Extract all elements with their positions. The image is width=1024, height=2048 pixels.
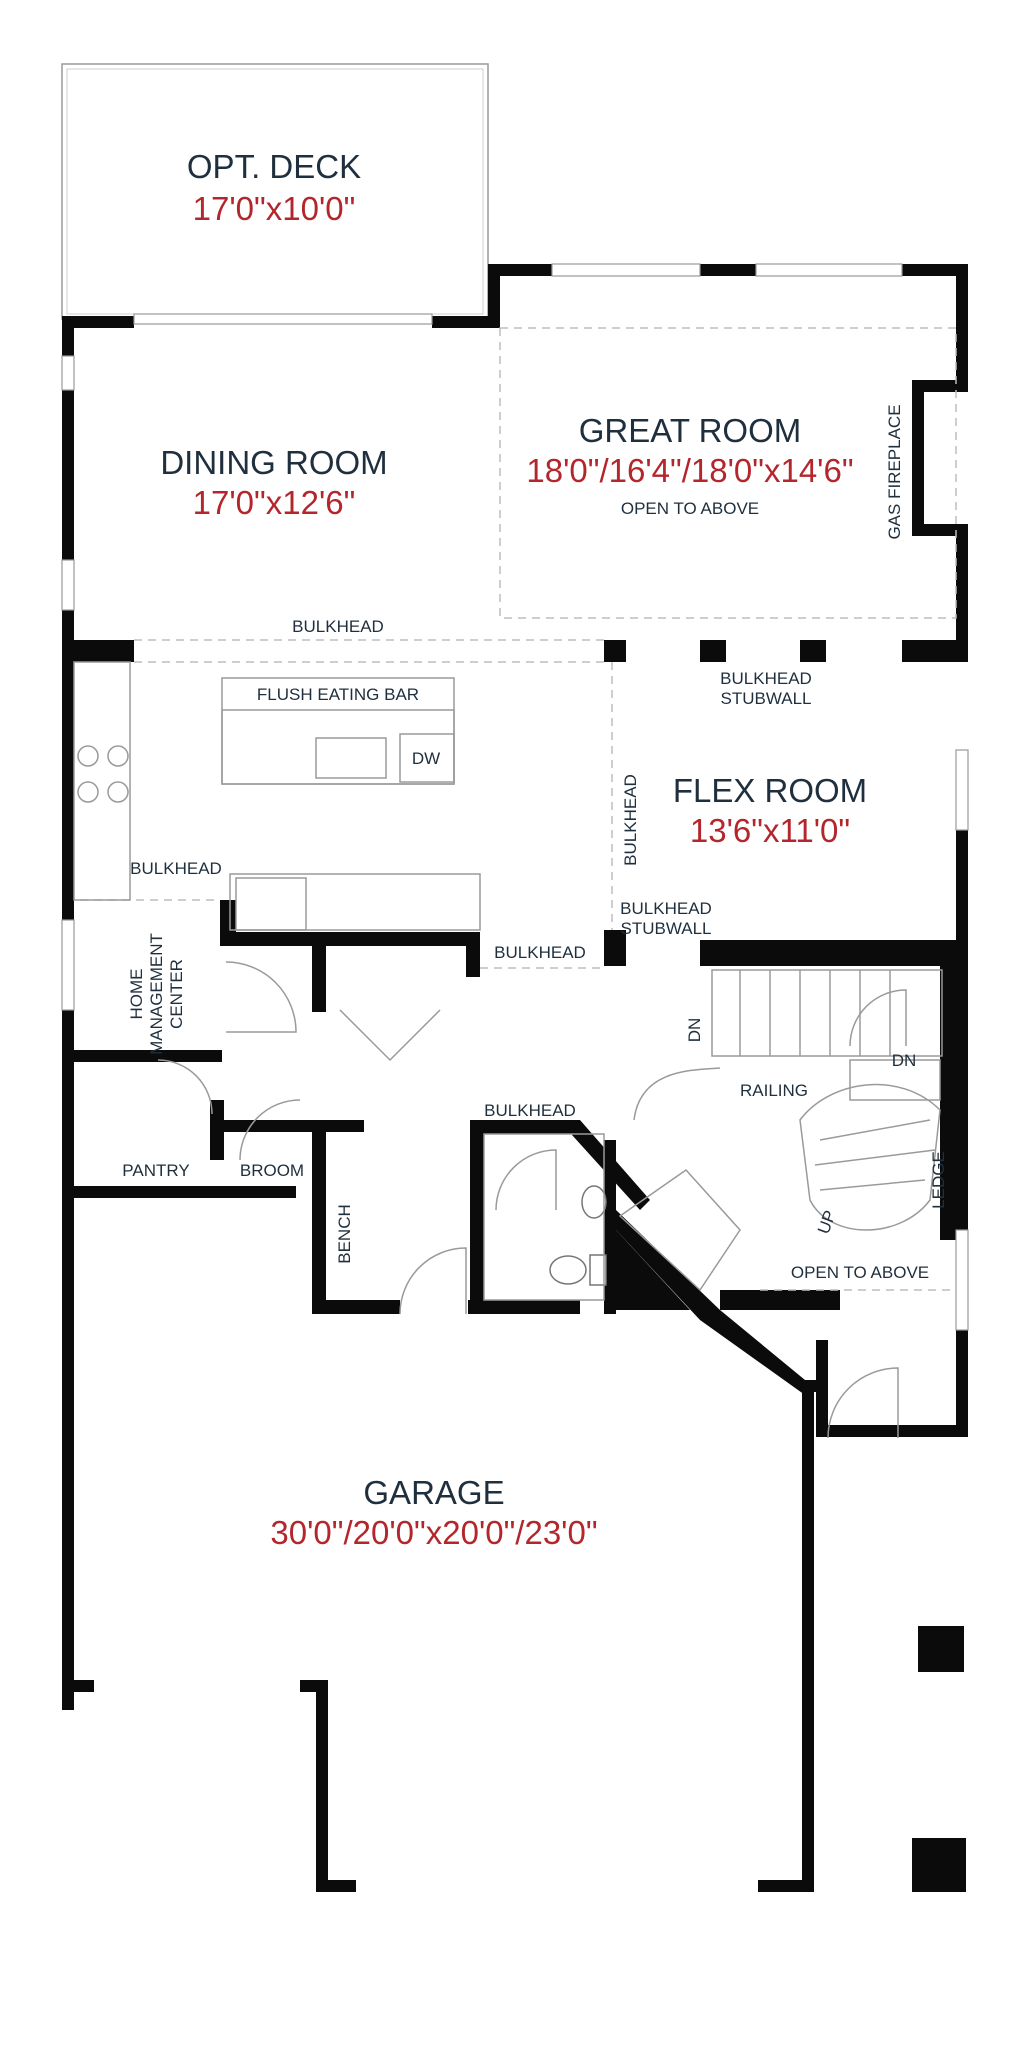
home-mgmt-line-1: HOME [127, 969, 146, 1020]
pantry-label: PANTRY [122, 1161, 189, 1180]
flex-name: FLEX ROOM [673, 772, 867, 809]
bench-label: BENCH [335, 1204, 354, 1264]
bulkhead-hall-label: BULKHEAD [494, 943, 586, 962]
eating-bar-label: FLUSH EATING BAR [257, 685, 419, 704]
doors [157, 961, 907, 1439]
bath-fixtures [483, 1133, 607, 1301]
deck-dim: 17'0"x10'0" [193, 190, 356, 227]
flex-dim: 13'6"x11'0" [690, 812, 850, 849]
bulkhead-label: BULKHEAD [292, 617, 384, 636]
dining-dim: 17'0"x12'6" [193, 484, 356, 521]
kitchen-fixtures [73, 661, 481, 931]
dining-name: DINING ROOM [160, 444, 387, 481]
home-mgmt-line-3: CENTER [167, 959, 186, 1029]
dn-main-label: DN [685, 1018, 704, 1043]
bulkhead-powder-label: BULKHEAD [484, 1101, 576, 1120]
dn-side-label: DN [892, 1051, 917, 1070]
bulkhead-kitchen-label: BULKHEAD [130, 859, 222, 878]
walls [62, 264, 968, 1892]
bulkhead-stubwall-label-2a: BULKHEAD [620, 899, 712, 918]
bulkhead-lines [80, 327, 957, 1291]
bulkhead-stubwall-label-1a: BULKHEAD [720, 669, 812, 688]
garage-name: GARAGE [363, 1474, 504, 1511]
ledge-label: LEDGE [929, 1151, 948, 1209]
broom-label: BROOM [240, 1161, 304, 1180]
bulkhead-stubwall-label-2b: STUBWALL [620, 919, 711, 938]
open-above-foyer-label: OPEN TO ABOVE [791, 1263, 929, 1282]
railing-label: RAILING [740, 1081, 808, 1100]
garage-dim: 30'0"/20'0"x20'0"/23'0" [270, 1514, 597, 1551]
bulkhead-vert-label: BULKHEAD [621, 774, 640, 866]
windows [61, 263, 969, 1331]
bulkhead-stubwall-label-1b: STUBWALL [720, 689, 811, 708]
great-dim: 18'0"/16'4"/18'0"x14'6" [526, 452, 853, 489]
stairs [711, 969, 943, 1231]
dw-label: DW [412, 749, 440, 768]
home-mgmt-line-2: MANAGEMENT [147, 933, 166, 1055]
great-name: GREAT ROOM [579, 412, 801, 449]
deck-name: OPT. DECK [187, 148, 361, 185]
fireplace-label: GAS FIREPLACE [885, 404, 904, 539]
great-note: OPEN TO ABOVE [621, 499, 759, 518]
